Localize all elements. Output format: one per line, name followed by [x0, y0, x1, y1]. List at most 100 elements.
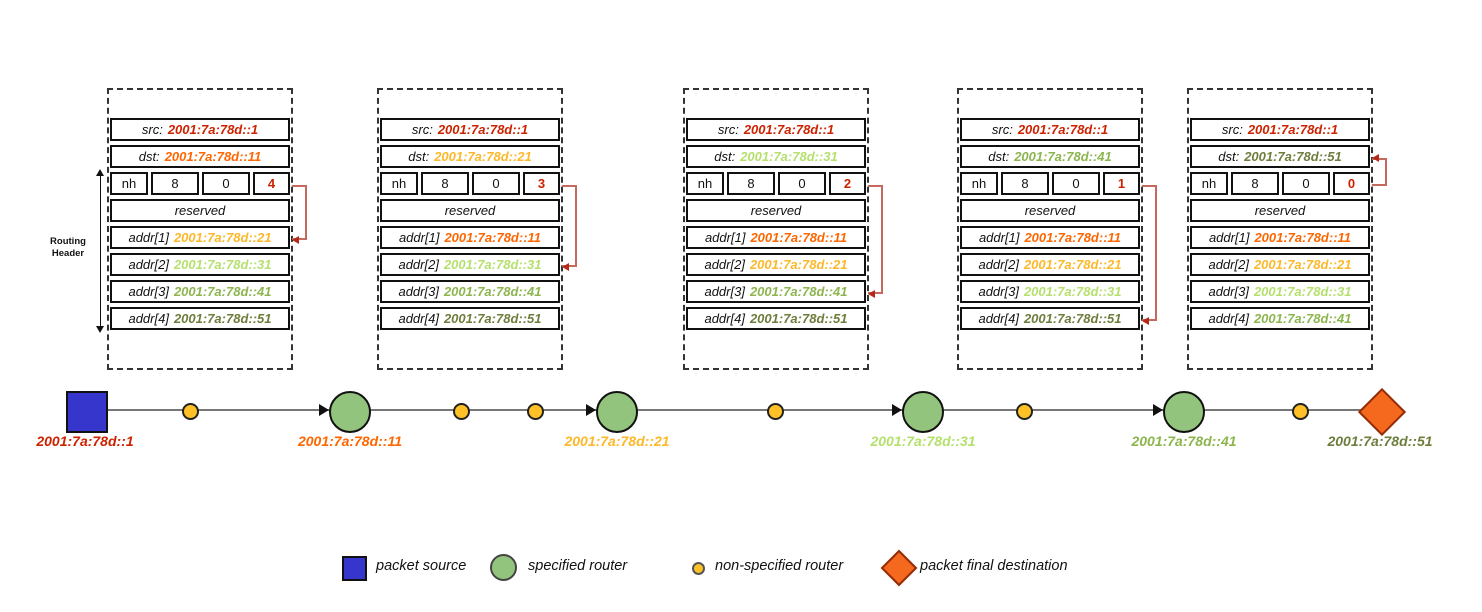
src-row: src: 2001:7a:78d::1: [960, 118, 1140, 141]
addr3-row: addr[3] 2001:7a:78d::41: [380, 280, 560, 303]
routing-header-fields-row: nh 8 0 1: [960, 172, 1140, 195]
destination-address-label: 2001:7a:78d::51: [1327, 433, 1433, 449]
segments-left-cell: 4: [253, 172, 290, 195]
routing-header-span-arrow: [100, 172, 101, 330]
addr2-value: 2001:7a:78d::21: [1023, 257, 1122, 272]
next-header-cell: nh: [110, 172, 148, 195]
addr1-value: 2001:7a:78d::11: [444, 230, 542, 245]
hdr-ext-len-cell: 8: [1231, 172, 1279, 195]
next-header-cell: nh: [686, 172, 724, 195]
addr2-value: 2001:7a:78d::31: [443, 257, 542, 272]
segments-left-pointer-arrow: [562, 185, 577, 271]
addr3-value: 2001:7a:78d::41: [443, 284, 542, 299]
non-specified-router-node: [1016, 403, 1033, 420]
addr2-label: addr[2]: [1208, 257, 1249, 272]
addr2-row: addr[2] 2001:7a:78d::21: [686, 253, 866, 276]
addr4-label: addr[4]: [128, 311, 169, 326]
routing-type-cell: 0: [778, 172, 826, 195]
addr3-value: 2001:7a:78d::31: [1023, 284, 1122, 299]
dst-label: dst:: [138, 149, 160, 164]
addr4-row: addr[4] 2001:7a:78d::51: [110, 307, 290, 330]
segments-left-cell: 3: [523, 172, 560, 195]
routing-type-cell: 0: [1052, 172, 1100, 195]
path-arrowhead-icon: [1153, 404, 1163, 416]
addr4-value: 2001:7a:78d::51: [1023, 311, 1122, 326]
addr1-row: addr[1] 2001:7a:78d::11: [1190, 226, 1370, 249]
routing-header-fields-row: nh 8 0 4: [110, 172, 290, 195]
non-specified-router-node: [453, 403, 470, 420]
addr3-label: addr[3]: [978, 284, 1019, 299]
segments-left-cell: 0: [1333, 172, 1370, 195]
src-label: src:: [141, 122, 163, 137]
src-label: src:: [991, 122, 1013, 137]
legend-packet-final-destination-label: packet final destination: [920, 558, 1068, 574]
addr2-row: addr[2] 2001:7a:78d::21: [960, 253, 1140, 276]
dst-row: dst: 2001:7a:78d::31: [686, 145, 866, 168]
dst-value: 2001:7a:78d::11: [164, 149, 262, 164]
next-header-cell: nh: [960, 172, 998, 195]
legend-packet-final-destination-icon: [880, 549, 918, 587]
src-label: src:: [411, 122, 433, 137]
src-row: src: 2001:7a:78d::1: [110, 118, 290, 141]
non-specified-router-node: [767, 403, 784, 420]
packet-source-node: [66, 391, 108, 433]
path-arrowhead-icon: [319, 404, 329, 416]
routing-type-cell: 0: [1282, 172, 1330, 195]
src-value: 2001:7a:78d::1: [1017, 122, 1109, 137]
router2-address-label: 2001:7a:78d::21: [564, 433, 670, 449]
addr2-value: 2001:7a:78d::21: [1253, 257, 1352, 272]
src-value: 2001:7a:78d::1: [437, 122, 529, 137]
reserved-row: reserved: [380, 199, 560, 222]
packet-header-1: src: 2001:7a:78d::1 dst: 2001:7a:78d::11…: [107, 88, 307, 370]
routing-header-fields-row: nh 8 0 0: [1190, 172, 1370, 195]
addr1-label: addr[1]: [704, 230, 746, 245]
routing-type-cell: 0: [472, 172, 520, 195]
legend-specified-router-label: specified router: [528, 558, 628, 574]
legend-specified-router-icon: [490, 554, 517, 581]
router1-address-label: 2001:7a:78d::11: [297, 433, 403, 449]
routing-header-label: Routing Header: [50, 236, 86, 259]
hdr-ext-len-cell: 8: [727, 172, 775, 195]
reserved-row: reserved: [110, 199, 290, 222]
addr1-label: addr[1]: [398, 230, 440, 245]
dst-label: dst:: [1218, 149, 1240, 164]
addr1-label: addr[1]: [1208, 230, 1250, 245]
addr2-label: addr[2]: [128, 257, 169, 272]
legend-packet-source-icon: [342, 556, 367, 581]
addr1-row: addr[1] 2001:7a:78d::11: [686, 226, 866, 249]
addr2-label: addr[2]: [398, 257, 439, 272]
specified-router-node-4: [1163, 391, 1205, 433]
legend-packet-source-label: packet source: [376, 558, 467, 574]
addr1-row: addr[1] 2001:7a:78d::11: [960, 226, 1140, 249]
addr3-value: 2001:7a:78d::31: [1253, 284, 1352, 299]
hdr-ext-len-cell: 8: [151, 172, 199, 195]
packet-header-3: src: 2001:7a:78d::1 dst: 2001:7a:78d::31…: [683, 88, 883, 370]
src-value: 2001:7a:78d::1: [167, 122, 259, 137]
addr4-label: addr[4]: [398, 311, 439, 326]
router3-address-label: 2001:7a:78d::31: [870, 433, 976, 449]
addr3-value: 2001:7a:78d::41: [749, 284, 848, 299]
addr3-row: addr[3] 2001:7a:78d::41: [110, 280, 290, 303]
addr3-label: addr[3]: [704, 284, 745, 299]
addr4-row: addr[4] 2001:7a:78d::41: [1190, 307, 1370, 330]
segments-left-pointer-arrow: [1372, 154, 1387, 186]
legend-non-specified-router-label: non-specified router: [715, 558, 844, 574]
dst-row: dst: 2001:7a:78d::21: [380, 145, 560, 168]
addr2-row: addr[2] 2001:7a:78d::31: [110, 253, 290, 276]
specified-router-node-1: [329, 391, 371, 433]
non-specified-router-node: [1292, 403, 1309, 420]
routing-type-cell: 0: [202, 172, 250, 195]
src-value: 2001:7a:78d::1: [1247, 122, 1339, 137]
segments-left-pointer-arrow: [1142, 185, 1157, 325]
path-arrowhead-icon: [586, 404, 596, 416]
addr1-value: 2001:7a:78d::11: [1024, 230, 1122, 245]
dst-row: dst: 2001:7a:78d::51: [1190, 145, 1370, 168]
dst-label: dst:: [988, 149, 1010, 164]
reserved-row: reserved: [960, 199, 1140, 222]
reserved-row: reserved: [1190, 199, 1370, 222]
routing-header-fields-row: nh 8 0 3: [380, 172, 560, 195]
addr4-value: 2001:7a:78d::41: [1253, 311, 1352, 326]
specified-router-node-3: [902, 391, 944, 433]
addr4-row: addr[4] 2001:7a:78d::51: [686, 307, 866, 330]
